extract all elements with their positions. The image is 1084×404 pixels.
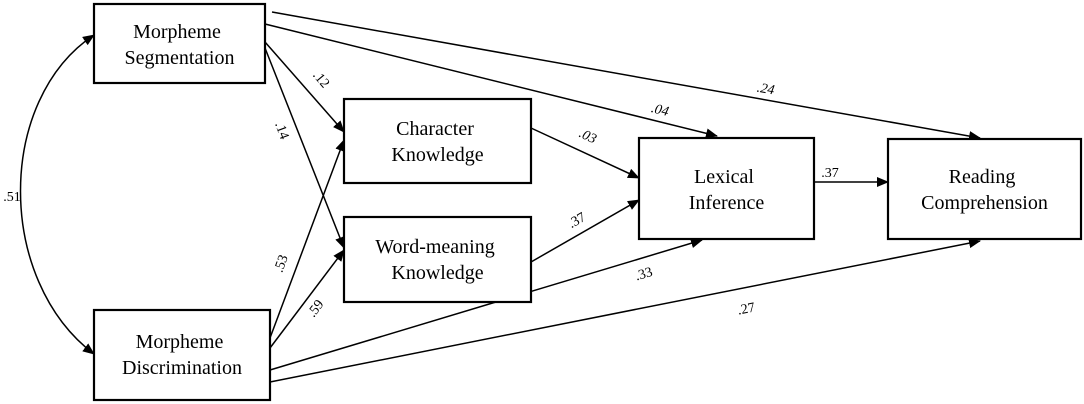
edges [19, 11, 981, 383]
label-ms-rc: .24 [756, 81, 776, 99]
edge-md-wk [269, 249, 345, 349]
correlation-ms-md [19, 34, 95, 355]
node-label-line: Word-meaning [375, 236, 494, 258]
label-wk-li: .37 [566, 210, 589, 232]
node-lexical-inference: Lexical Inference [637, 136, 816, 241]
node-label-line: Inference [689, 192, 765, 214]
edge-wk-li [530, 199, 640, 263]
label-ms-ck: .12 [309, 68, 332, 91]
node-character-knowledge: Character Knowledge [342, 97, 533, 185]
edge-md-li [269, 238, 703, 371]
node-label-line: Segmentation [125, 47, 235, 69]
label-correlation: .51 [3, 190, 21, 205]
node-label-line: Reading [949, 166, 1016, 188]
edge-md-rc [269, 238, 981, 383]
svg-text:Character Knowledge: Character Knowledge [391, 118, 483, 166]
edge-ms-rc [271, 11, 981, 141]
node-reading-comprehension: Reading Comprehension [886, 137, 1083, 241]
label-ms-wk: .14 [271, 120, 291, 142]
edge-md-ck [269, 139, 345, 339]
node-label-line: Lexical [694, 166, 754, 188]
node-label-line: Morpheme [136, 331, 224, 353]
node-morpheme-discrimination: Morpheme Discrimination [92, 308, 272, 402]
label-li-rc: .37 [821, 166, 839, 181]
node-label-line: Knowledge [391, 144, 483, 166]
node-label-line: Discrimination [122, 357, 242, 379]
label-md-ck: .53 [272, 253, 292, 275]
svg-text:Morpheme Segmentation: Morpheme Segmentation [125, 21, 235, 69]
svg-text:Lexical Inference: Lexical Inference [689, 166, 765, 214]
label-md-wk: .59 [305, 297, 328, 320]
label-ck-li: .03 [576, 126, 598, 147]
node-word-meaning-knowledge: Word-meaning Knowledge [342, 215, 533, 304]
node-morpheme-segmentation: Morpheme Segmentation [92, 2, 267, 85]
label-md-rc: .27 [736, 301, 756, 319]
svg-text:Reading Comprehension: Reading Comprehension [921, 166, 1048, 214]
edge-ms-wk [264, 47, 345, 249]
node-label-line: Comprehension [921, 192, 1048, 214]
svg-text:Word-meaning Knowledge: Word-meaning Knowledge [375, 236, 499, 284]
svg-text:Morpheme Discrimination: Morpheme Discrimination [122, 331, 242, 379]
node-label-line: Character [396, 118, 474, 140]
node-label-line: Knowledge [391, 262, 483, 284]
node-label-line: Morpheme [133, 21, 221, 43]
edge-ms-ck [264, 41, 345, 133]
label-ms-li: .04 [650, 101, 671, 120]
label-md-li: .33 [633, 265, 654, 284]
edge-ms-li [264, 23, 718, 139]
edge-ck-li [530, 127, 640, 179]
